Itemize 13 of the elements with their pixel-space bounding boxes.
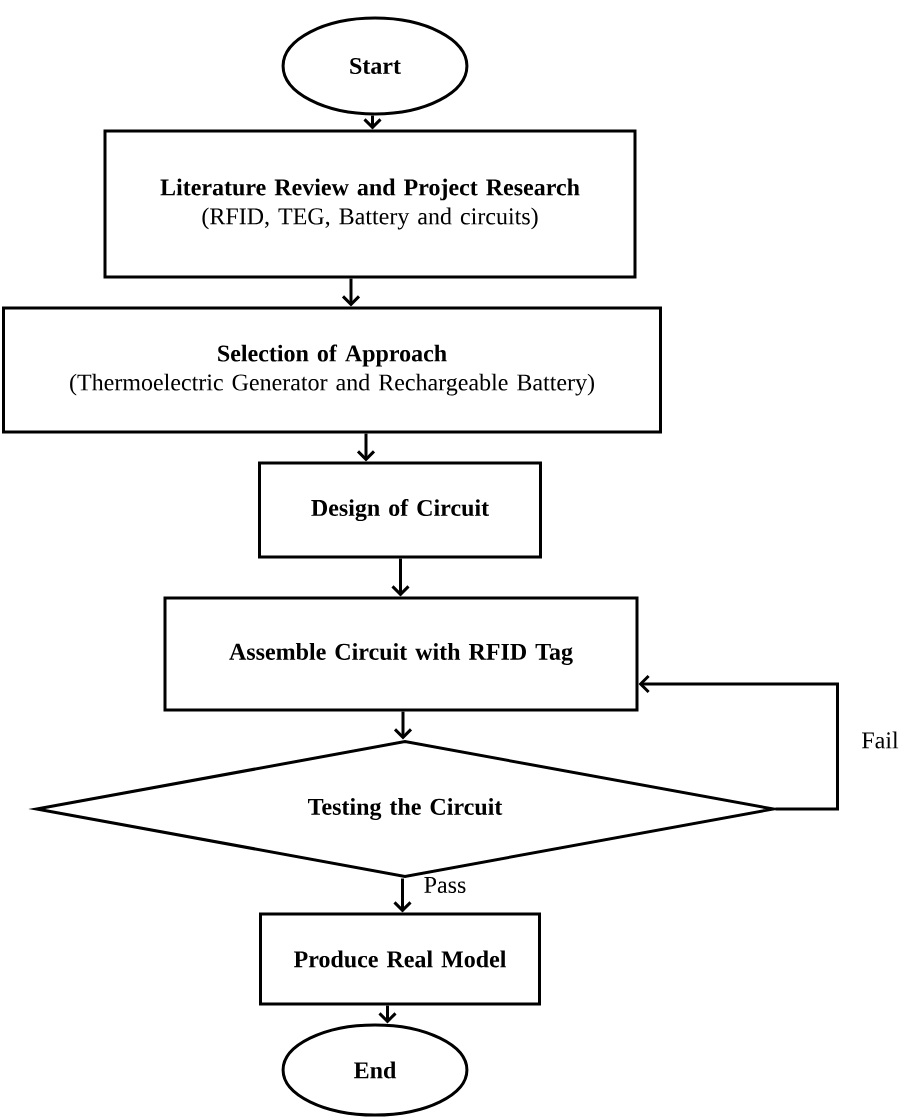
edge-label: Fail bbox=[859, 729, 901, 751]
process-box: Produce Real Model bbox=[259, 912, 541, 1006]
process-box: Assemble Circuit with RFID Tag bbox=[163, 596, 639, 712]
arrow bbox=[393, 878, 412, 913]
process-box: Literature Review and Project Research (RFID, TEG, Battery and circuits) bbox=[103, 129, 637, 279]
arrow bbox=[391, 558, 410, 597]
process-box: Selection of Approach (Thermoelectric Generator and Rechargeable Battery) bbox=[2, 306, 662, 434]
arrow bbox=[638, 674, 839, 811]
arrow bbox=[356, 433, 376, 462]
edge-label: Pass bbox=[421, 875, 469, 895]
process-box: Design of Circuit bbox=[258, 461, 542, 559]
arrow bbox=[341, 278, 361, 307]
arrow bbox=[393, 711, 413, 740]
